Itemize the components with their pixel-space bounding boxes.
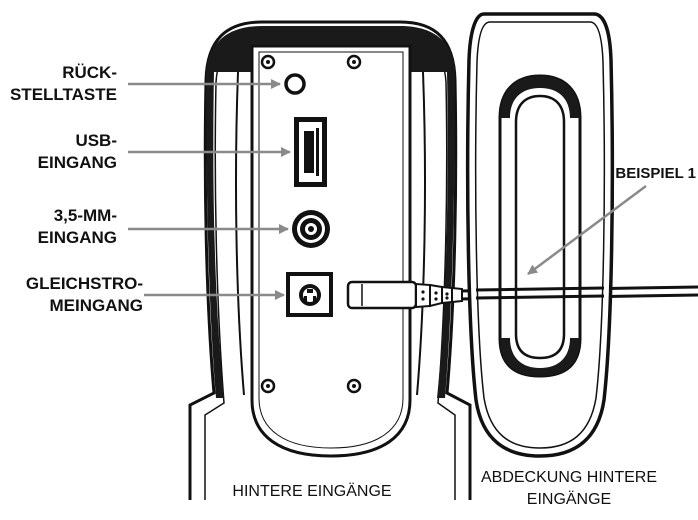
label-reset: RÜCK- STELLTASTE (10, 63, 117, 104)
label-audio-line-1: 3,5-MM- (54, 206, 117, 225)
dc-jack-icon[interactable] (286, 272, 333, 317)
usb-port-icon[interactable] (294, 117, 327, 187)
rear-panel-inner-outline (258, 51, 404, 449)
label-cover: ABDECKUNG HINTERE EINGÄNGE (481, 469, 657, 508)
label-rear-inputs: HINTERE EINGÄNGE (232, 482, 391, 500)
speaker-side-groove-left (235, 71, 245, 396)
label-audio-line-2: EINGANG (38, 228, 117, 247)
label-audio: 3,5-MM- EINGANG (38, 206, 117, 247)
label-reset-line-2: STELLTASTE (10, 85, 117, 104)
label-reset-line-1: RÜCK- (62, 63, 117, 82)
arrow-example (527, 184, 647, 276)
speaker-side-bar-left (206, 72, 224, 398)
callout-arrows (128, 79, 647, 300)
speaker-side-bar-right (437, 72, 455, 398)
label-cover-line-2: EINGÄNGE (527, 490, 611, 508)
label-example: BEISPIEL 1 (615, 165, 696, 182)
label-cover-line-1: ABDECKUNG HINTERE (481, 469, 657, 486)
cover-inner-outline (474, 21, 606, 449)
label-usb-line-2: EINGANG (38, 153, 117, 172)
panel-screw-top-right (346, 54, 362, 70)
rear-inputs-cover (465, 12, 615, 458)
cover-loop-inner (514, 94, 566, 360)
reset-button-icon[interactable] (284, 73, 306, 95)
label-dc-line-1: GLEICHSTRO- (26, 274, 143, 293)
rear-panel-outline (250, 44, 412, 458)
speaker-outer-shell (188, 20, 472, 500)
rear-input-panel (250, 44, 412, 458)
panel-screw-bottom-left (260, 378, 276, 394)
label-usb: USB- EINGANG (38, 131, 117, 172)
label-dc: GLEICHSTRO- MEINGANG (26, 274, 143, 315)
label-dc-line-2: MEINGANG (50, 296, 144, 315)
label-usb-line-1: USB- (75, 131, 117, 150)
speaker-side-groove-right (416, 71, 426, 396)
panel-screw-top-left (260, 54, 276, 70)
audio-jack-icon[interactable] (292, 210, 330, 248)
panel-screw-bottom-right (346, 378, 362, 394)
